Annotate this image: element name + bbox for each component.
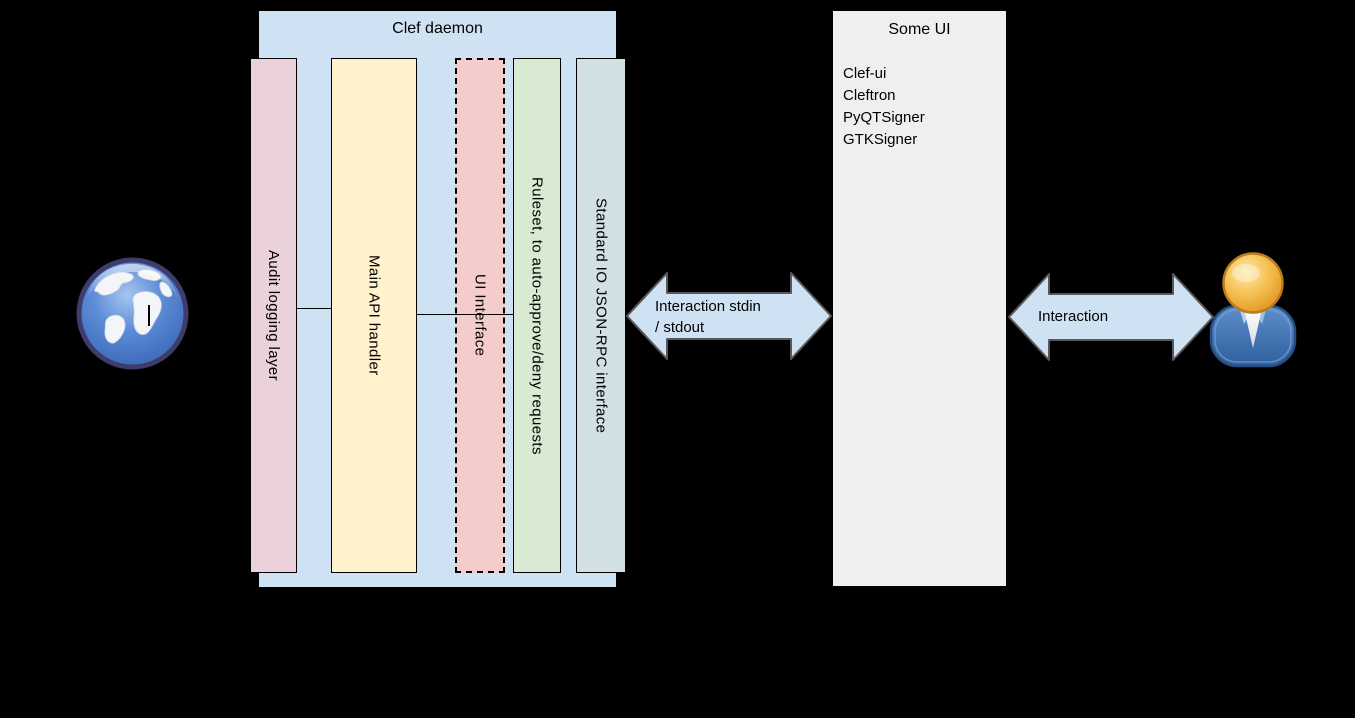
bar-stdio-jsonrpc-interface-label: Standard IO JSON-RPC interface xyxy=(592,197,610,434)
globe-icon xyxy=(76,257,189,370)
some-ui-item: GTKSigner xyxy=(843,131,918,148)
bar-stdio-jsonrpc-interface: Standard IO JSON-RPC interface xyxy=(576,58,626,573)
connector-globe-stub xyxy=(148,305,150,326)
user-icon xyxy=(1209,252,1297,368)
clef-daemon-title: Clef daemon xyxy=(392,20,483,37)
clef-daemon-box xyxy=(258,10,617,588)
bar-ruleset-label: Ruleset, to auto-approve/deny requests xyxy=(528,176,546,455)
bar-main-api-handler-label: Main API handler xyxy=(365,255,383,376)
some-ui-title: Some UI xyxy=(888,21,951,38)
some-ui-list: Clef-ui Cleftron PyQTSigner GTKSigner xyxy=(843,63,925,151)
some-ui-item: Clef-ui xyxy=(843,65,887,82)
interaction-stdio-arrow-label: Interaction stdin / stdout xyxy=(655,298,761,336)
interaction-arrow-label: Interaction xyxy=(1038,308,1109,325)
bar-main-api-handler: Main API handler xyxy=(331,58,417,573)
connector-audit-to-api xyxy=(297,308,331,309)
some-ui-box xyxy=(832,10,1007,587)
bar-ui-interface: UI Interface xyxy=(455,58,505,573)
bar-audit-logging-layer-label: Audit logging layer xyxy=(265,249,282,381)
bar-ui-interface-label: UI Interface xyxy=(471,274,489,357)
bar-ruleset: Ruleset, to auto-approve/deny requests xyxy=(513,58,561,573)
connector-api-to-ruleset xyxy=(417,314,513,315)
interaction-arrow xyxy=(1008,273,1214,361)
some-ui-item: Cleftron xyxy=(843,87,896,104)
some-ui-item: PyQTSigner xyxy=(843,109,925,126)
bar-audit-logging-layer: Audit logging layer xyxy=(250,58,297,573)
interaction-stdio-arrow xyxy=(626,272,832,360)
